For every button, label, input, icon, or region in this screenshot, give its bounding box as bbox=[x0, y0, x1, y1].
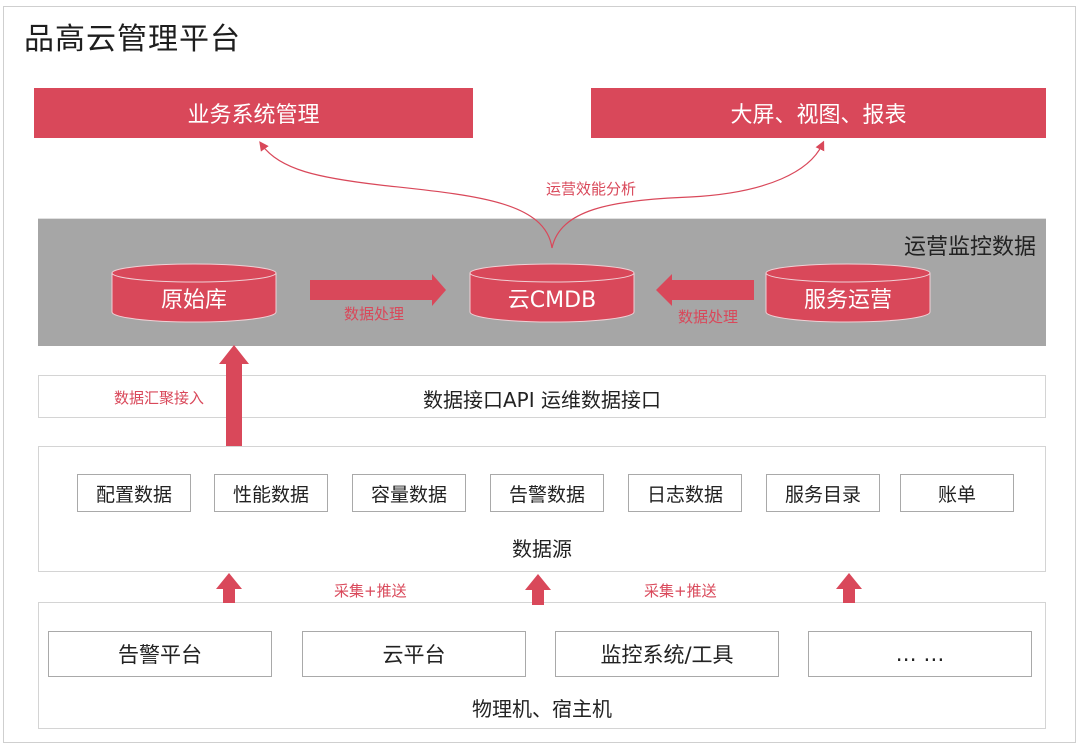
service-ops-cylinder bbox=[765, 263, 931, 323]
data-source-item: 容量数据 bbox=[352, 474, 466, 512]
data-source-item: 账单 bbox=[900, 474, 1014, 512]
api-layer-panel: 数据接口API 运维数据接口 bbox=[38, 375, 1046, 418]
cmdb-cylinder bbox=[469, 263, 635, 323]
monitoring-data-label: 运营监控数据 bbox=[903, 235, 1036, 260]
analysis-curve-left bbox=[259, 141, 553, 249]
cmdb-label: 云CMDB bbox=[507, 288, 597, 313]
infrastructure-item: … … bbox=[808, 631, 1032, 677]
diagram-frame bbox=[3, 6, 1076, 743]
analysis-label: 运营效能分析 bbox=[546, 180, 637, 198]
infrastructure-item: 云平台 bbox=[302, 631, 526, 677]
data-source-item: 性能数据 bbox=[214, 474, 328, 512]
data-source-item: 服务目录 bbox=[766, 474, 880, 512]
service-ops-label: 服务运营 bbox=[803, 288, 892, 313]
analysis-curve-right bbox=[551, 140, 825, 249]
data-source-item: 日志数据 bbox=[628, 474, 742, 512]
page-title: 品高云管理平台 bbox=[24, 22, 241, 57]
infrastructure-item: 监控系统/工具 bbox=[555, 631, 779, 677]
process-label-left: 数据处理 bbox=[344, 305, 405, 323]
process-label-right: 数据处理 bbox=[678, 308, 739, 326]
collect-arrow-3 bbox=[836, 573, 862, 603]
raw-db-label: 原始库 bbox=[160, 288, 227, 313]
data-source-item: 告警数据 bbox=[490, 474, 604, 512]
process-arrow-right bbox=[310, 274, 446, 306]
collect-arrow-1 bbox=[216, 573, 242, 603]
ingest-label: 数据汇聚接入 bbox=[114, 389, 205, 407]
collect-label-1: 采集+推送 bbox=[334, 582, 407, 600]
dashboard-view-report-box: 大屏、视图、报表 bbox=[591, 88, 1046, 138]
data-source-label: 数据源 bbox=[512, 537, 572, 561]
collect-label-2: 采集+推送 bbox=[644, 582, 717, 600]
ingest-arrow-up bbox=[219, 345, 249, 446]
raw-db-cylinder bbox=[111, 263, 277, 323]
infrastructure-item: 告警平台 bbox=[48, 631, 272, 677]
api-layer-label: 数据接口API 运维数据接口 bbox=[423, 388, 661, 412]
data-source-item: 配置数据 bbox=[77, 474, 191, 512]
infrastructure-label: 物理机、宿主机 bbox=[472, 697, 612, 721]
business-system-management-box: 业务系统管理 bbox=[34, 88, 473, 138]
collect-arrow-2 bbox=[525, 574, 551, 605]
process-arrow-left bbox=[656, 274, 754, 306]
